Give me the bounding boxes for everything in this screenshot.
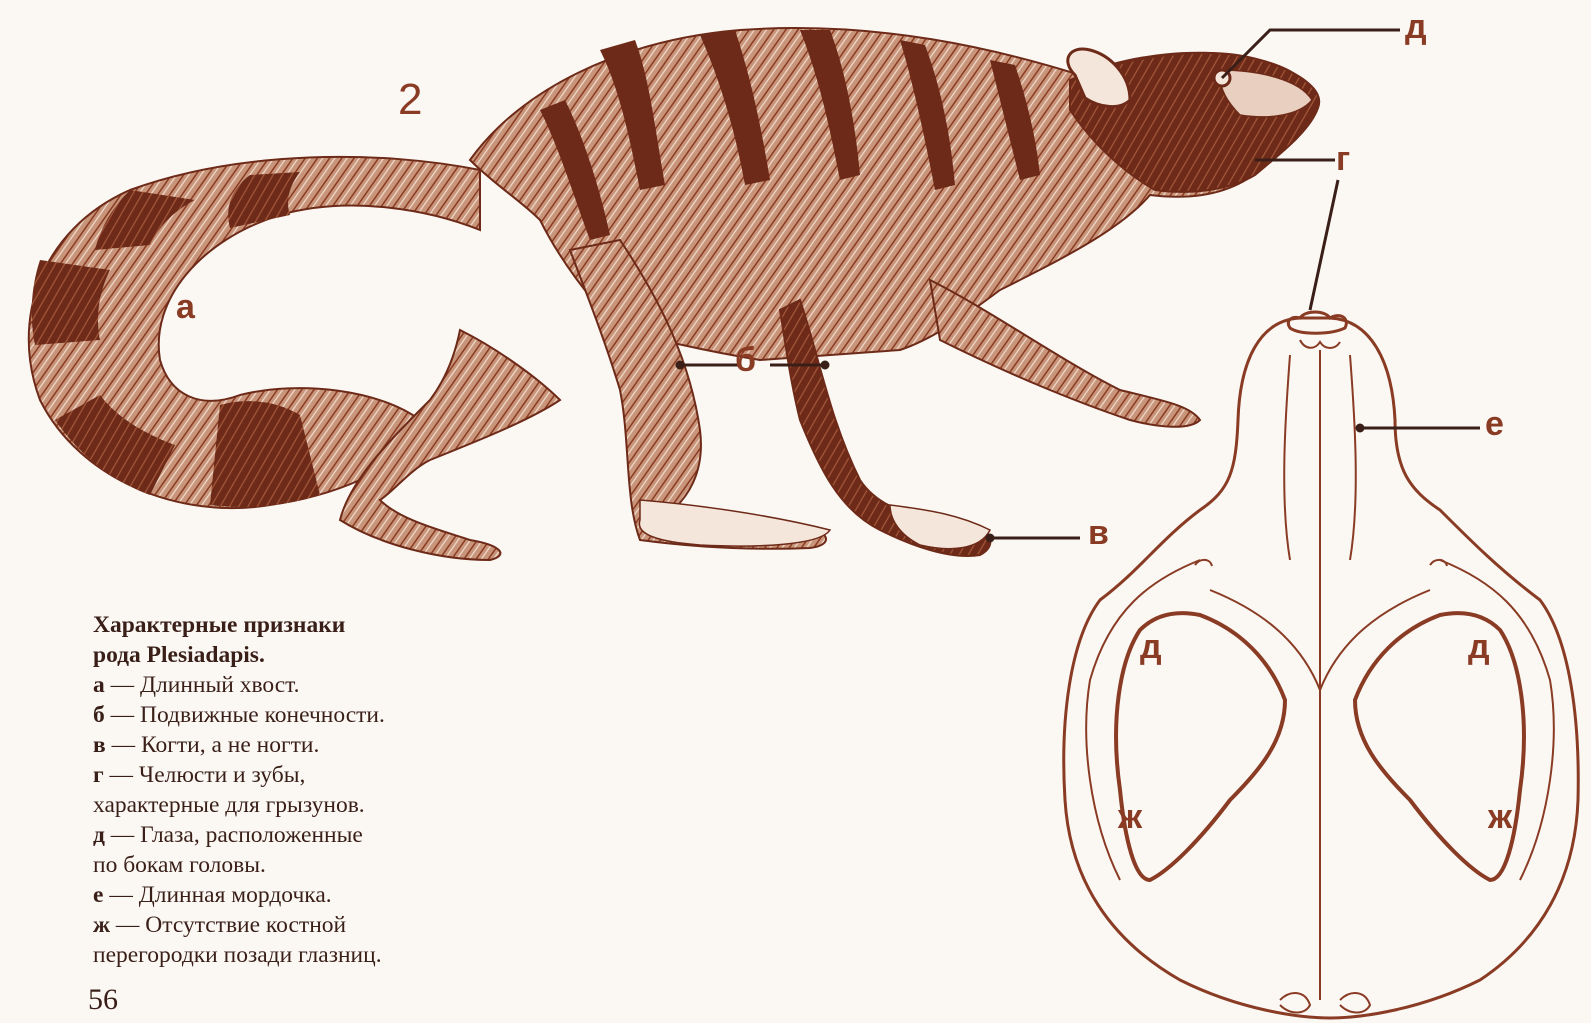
animal-drawing <box>29 28 1319 560</box>
page-number: 56 <box>88 983 118 1017</box>
snout-tip <box>1288 312 1346 333</box>
caption-item: б — Подвижные конечности. <box>93 700 533 730</box>
caption-item: е — Длинная мордочка. <box>93 880 533 910</box>
label-zh-right: ж <box>1488 800 1512 834</box>
label-v: в <box>1088 516 1109 550</box>
caption-title-line1: Характерные признаки <box>93 610 533 640</box>
label-g: г <box>1336 142 1350 176</box>
caption-item: а — Длинный хвост. <box>93 670 533 700</box>
leader-g-skull <box>1310 180 1338 310</box>
right-orbit <box>1355 613 1524 880</box>
caption-item: д — Глаза, расположенные <box>93 820 533 850</box>
caption-item: г — Челюсти и зубы, <box>93 760 533 790</box>
caption-item: в — Когти, а не ногти. <box>93 730 533 760</box>
label-d-left-orbit: д <box>1140 630 1162 664</box>
caption-item: характерные для грызунов. <box>93 790 533 820</box>
caption-item: ж — Отсутствие костной <box>93 910 533 940</box>
label-b: б <box>735 343 756 377</box>
figure-number: 2 <box>398 78 422 122</box>
label-d-animal: д <box>1405 10 1427 44</box>
caption-item: по бокам головы. <box>93 850 533 880</box>
caption: Характерные признаки рода Plesiadapis. а… <box>93 610 533 970</box>
caption-item: перегородки позади глазниц. <box>93 940 533 970</box>
label-zh-left: ж <box>1118 800 1142 834</box>
label-e: е <box>1485 407 1504 441</box>
front-leg <box>930 280 1200 427</box>
label-a: а <box>176 290 195 324</box>
caption-title-line2: рода Plesiadapis. <box>93 640 533 670</box>
label-d-right-orbit: д <box>1468 630 1490 664</box>
